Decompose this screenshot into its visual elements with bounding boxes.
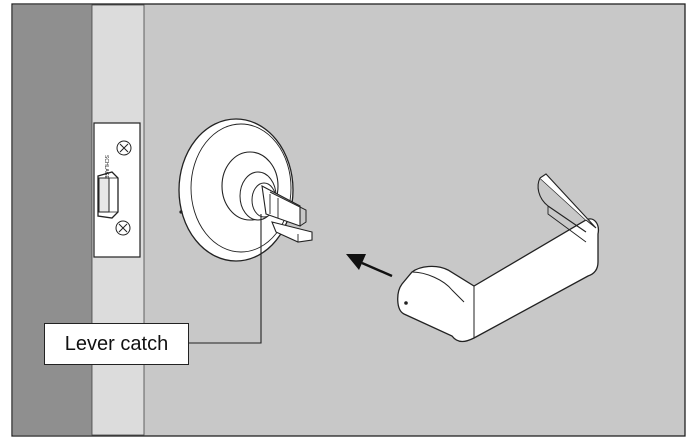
lever-catch-label: Lever catch	[44, 323, 189, 365]
lever-handle	[397, 173, 600, 343]
strike-plate: SCHLAGE	[93, 122, 141, 258]
lever-rose	[178, 118, 313, 262]
callout-leader	[189, 214, 262, 344]
door-frame	[13, 5, 92, 435]
strike-brand-text: SCHLAGE	[103, 155, 109, 180]
direction-arrow	[346, 254, 393, 278]
